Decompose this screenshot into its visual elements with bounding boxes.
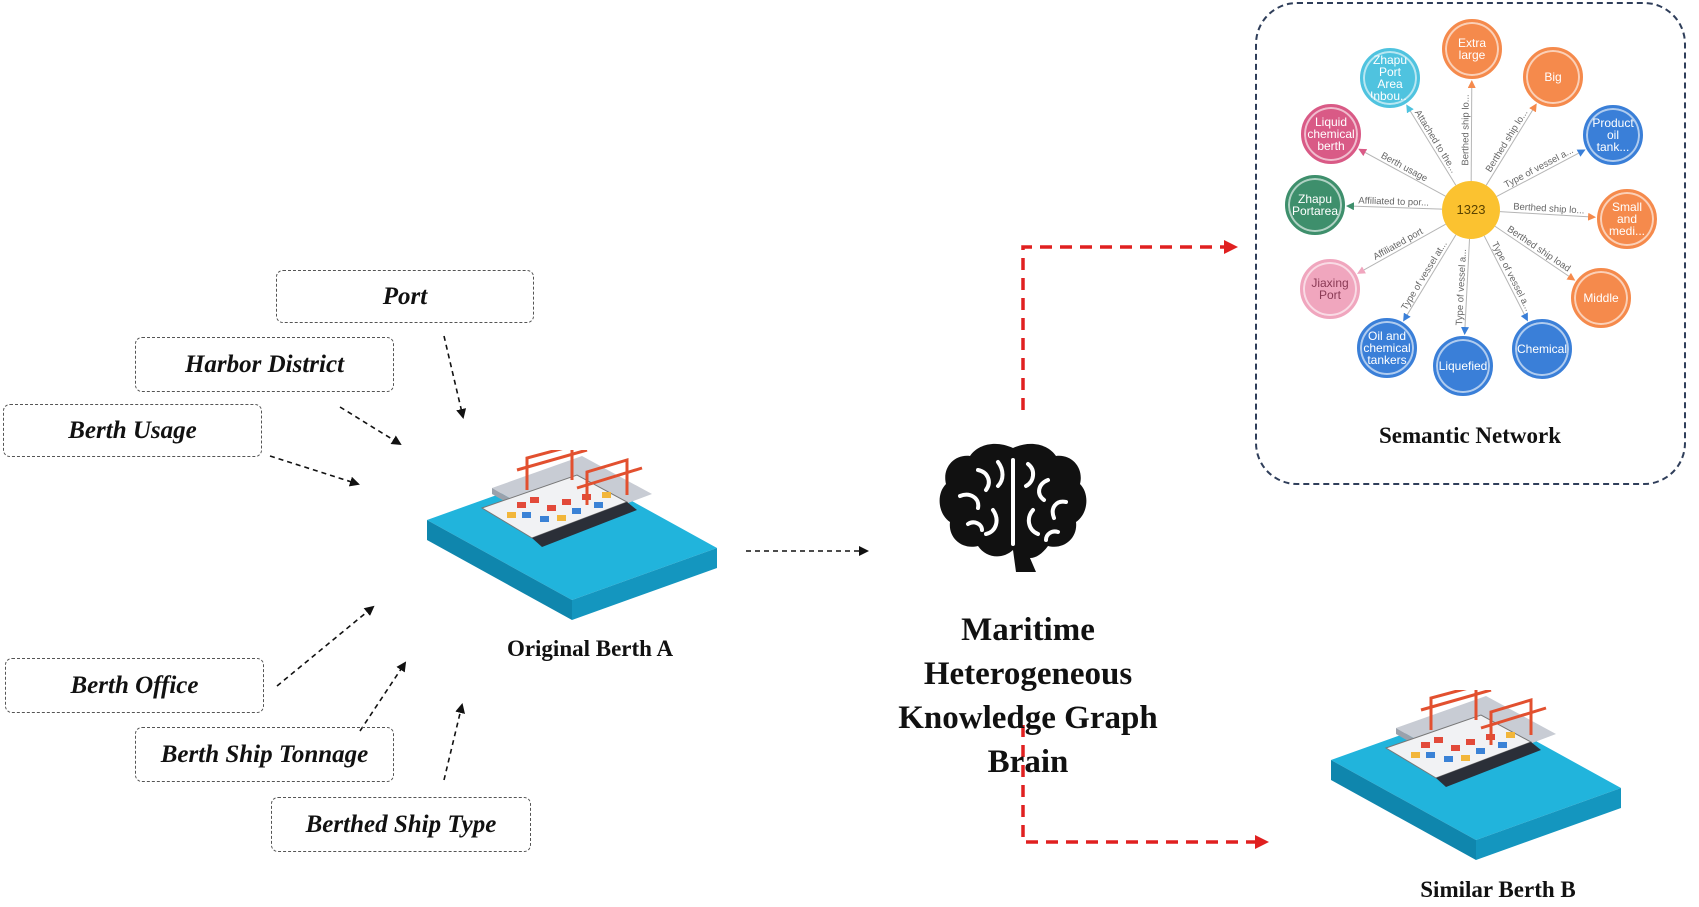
semantic-network-caption: Semantic Network	[1378, 423, 1562, 448]
network-center-node[interactable]: 1323	[1442, 181, 1500, 239]
attr-berthed-ship-type-label: Berthed Ship Type	[305, 810, 497, 838]
network-edge-label: Berthed ship load	[1505, 224, 1572, 275]
attr-box-berthed-ship-type: Berthed Ship Type	[271, 797, 531, 852]
network-edge	[1358, 148, 1446, 197]
attr-berth-usage-label: Berth Usage	[68, 416, 197, 444]
attr-berth-ship-tonnage-label: Berth Ship Tonnage	[160, 740, 369, 768]
arrow-berthed-ship-type	[443, 703, 465, 781]
network-edge	[1345, 202, 1443, 211]
attr-port-label: Port	[382, 282, 428, 310]
attr-box-port: Port	[276, 270, 534, 323]
arrow-berth-ship-tonnage	[359, 661, 407, 732]
network-edge	[1357, 223, 1446, 274]
network-edge-label: Type of vessel a...	[1489, 240, 1534, 313]
network-edge-label: Berth usage	[1379, 150, 1429, 184]
network-edge	[1499, 211, 1597, 221]
attr-box-berth-office: Berth Office	[5, 658, 264, 713]
network-edge-label: Type of vessel a...	[1503, 145, 1576, 190]
network-edge	[1467, 79, 1476, 182]
network-node[interactable]: Extra large	[1442, 19, 1502, 79]
semantic-network-panel	[1255, 2, 1686, 485]
brain-title-line1: Maritime Heterogeneous	[923, 612, 1133, 692]
network-node[interactable]: Zhapu Port Area Inbou...	[1360, 48, 1420, 108]
attr-box-berth-ship-tonnage: Berth Ship Tonnage	[135, 727, 394, 782]
red-arrow-to-semantic-network	[1021, 240, 1238, 410]
original-berth-illustration	[427, 450, 717, 620]
network-edge	[1406, 104, 1457, 186]
network-node[interactable]: Chemical	[1512, 319, 1572, 379]
network-node[interactable]: Product oil tank...	[1583, 105, 1643, 165]
brain-title-line2: Knowledge Graph Brain	[898, 700, 1158, 780]
container-port-icon	[427, 450, 717, 620]
attr-box-harbor-district: Harbor District	[135, 337, 394, 392]
network-node[interactable]: Small and medi...	[1597, 189, 1657, 249]
container-port-icon	[1331, 690, 1621, 860]
network-edge-label: Affiliated port	[1371, 226, 1425, 263]
network-node[interactable]: Liquid chemical berth	[1301, 104, 1361, 164]
brain-icon	[939, 443, 1087, 572]
network-edge	[1403, 234, 1457, 322]
network-node[interactable]: Liquefied	[1433, 336, 1493, 396]
original-berth-caption: Original Berth A	[506, 636, 674, 661]
arrow-port	[443, 335, 467, 419]
attr-berth-office-label: Berth Office	[70, 671, 199, 699]
network-edge-label: Type of vessel at...	[1399, 239, 1450, 312]
network-node[interactable]: Zhapu Portarea	[1285, 175, 1345, 235]
attr-box-berth-usage: Berth Usage	[3, 404, 262, 457]
similar-berth-illustration	[1331, 690, 1621, 860]
arrow-berth-usage	[269, 455, 360, 487]
arrow-harbor-district	[339, 406, 402, 446]
network-edge	[1494, 225, 1576, 281]
network-edge	[1483, 235, 1528, 322]
network-node[interactable]: Jiaxing Port	[1300, 259, 1360, 319]
network-edge	[1496, 149, 1586, 197]
network-edge-label: Berthed ship lo...	[1484, 108, 1531, 174]
network-edge	[1485, 103, 1537, 186]
network-edge-label: Attached to the...	[1412, 108, 1459, 175]
network-node[interactable]: Big	[1523, 47, 1583, 107]
attr-harbor-district-label: Harbor District	[184, 350, 345, 378]
arrow-berth-office	[276, 605, 375, 687]
network-edge-label: Berthed ship lo...	[1460, 94, 1471, 165]
similar-berth-caption: Similar Berth B	[1420, 877, 1576, 902]
network-node[interactable]: Middle	[1571, 268, 1631, 328]
network-node[interactable]: Oil and chemical tankers	[1357, 318, 1417, 378]
brain-title: Maritime Heterogeneous Knowledge Graph B…	[858, 608, 1198, 784]
network-edge	[1461, 238, 1471, 336]
